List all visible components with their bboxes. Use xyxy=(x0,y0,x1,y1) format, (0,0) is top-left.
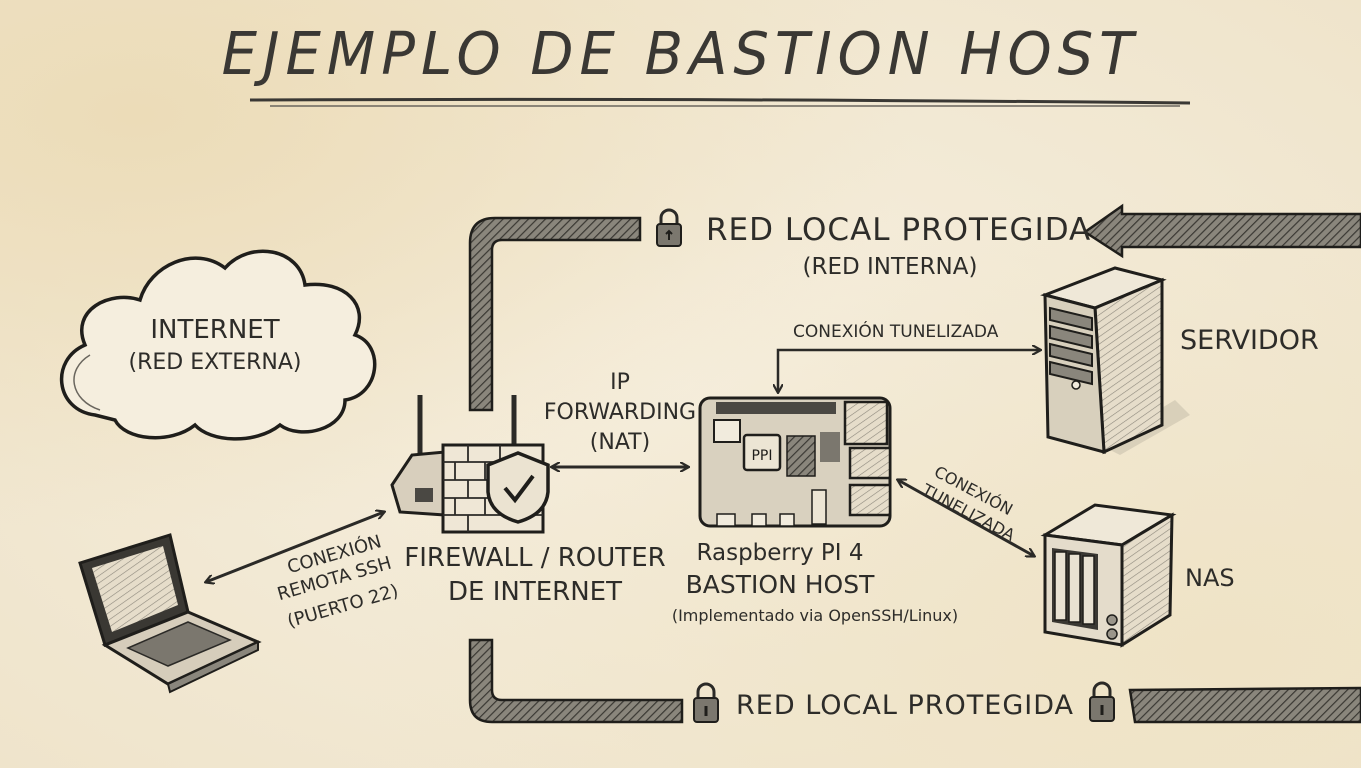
bastion-note: (Implementado via OpenSSH/Linux) xyxy=(671,606,959,625)
forwarding-label-2: FORWARDING xyxy=(543,400,697,425)
internet-label: INTERNET xyxy=(150,315,280,345)
page-title: EJEMPLO DE BASTION HOST xyxy=(221,20,1140,89)
firewall-label-1: FIREWALL / ROUTER xyxy=(404,543,666,573)
server-tower-icon xyxy=(1040,266,1190,455)
network-pipe-bottom-right xyxy=(1128,686,1361,724)
padlock-icon xyxy=(656,208,682,247)
firewall-label-2: DE INTERNET xyxy=(448,577,622,607)
nas-icon xyxy=(1040,503,1177,648)
ssh-connection-arrow xyxy=(206,512,384,582)
forwarding-label-3: (NAT) xyxy=(589,430,651,455)
zone-top-label: RED LOCAL PROTEGIDA xyxy=(706,212,1092,248)
internet-sublabel: (RED EXTERNA) xyxy=(128,350,302,375)
tunnel-server-label: CONEXIÓN TUNELIZADA xyxy=(793,322,999,342)
network-pipe-top-left xyxy=(468,216,642,412)
tunnel-server-arrow xyxy=(778,350,1040,392)
raspberry-pi-board-icon: PPI xyxy=(698,396,892,528)
chip-label: PPI xyxy=(751,448,772,464)
firewall-router-icon xyxy=(390,395,550,534)
nas-label: NAS xyxy=(1185,564,1235,592)
server-label: SERVIDOR xyxy=(1180,325,1319,356)
bastion-label-2: BASTION HOST xyxy=(685,570,875,599)
laptop-icon xyxy=(78,533,262,694)
cloud-icon xyxy=(59,249,377,441)
zone-bottom-label: RED LOCAL PROTEGIDA xyxy=(736,690,1074,721)
title-underline xyxy=(249,97,1191,107)
zone-top-sublabel: (RED INTERNA) xyxy=(802,254,978,280)
padlock-icon xyxy=(693,682,719,723)
tunnel-nas-arrow xyxy=(898,480,1034,556)
network-pipe-bottom-left xyxy=(468,638,684,724)
padlock-icon xyxy=(1089,681,1115,722)
network-pipe-top-right xyxy=(1082,203,1361,259)
forwarding-label-1: IP xyxy=(610,370,630,395)
bastion-label-1: Raspberry PI 4 xyxy=(696,540,864,566)
